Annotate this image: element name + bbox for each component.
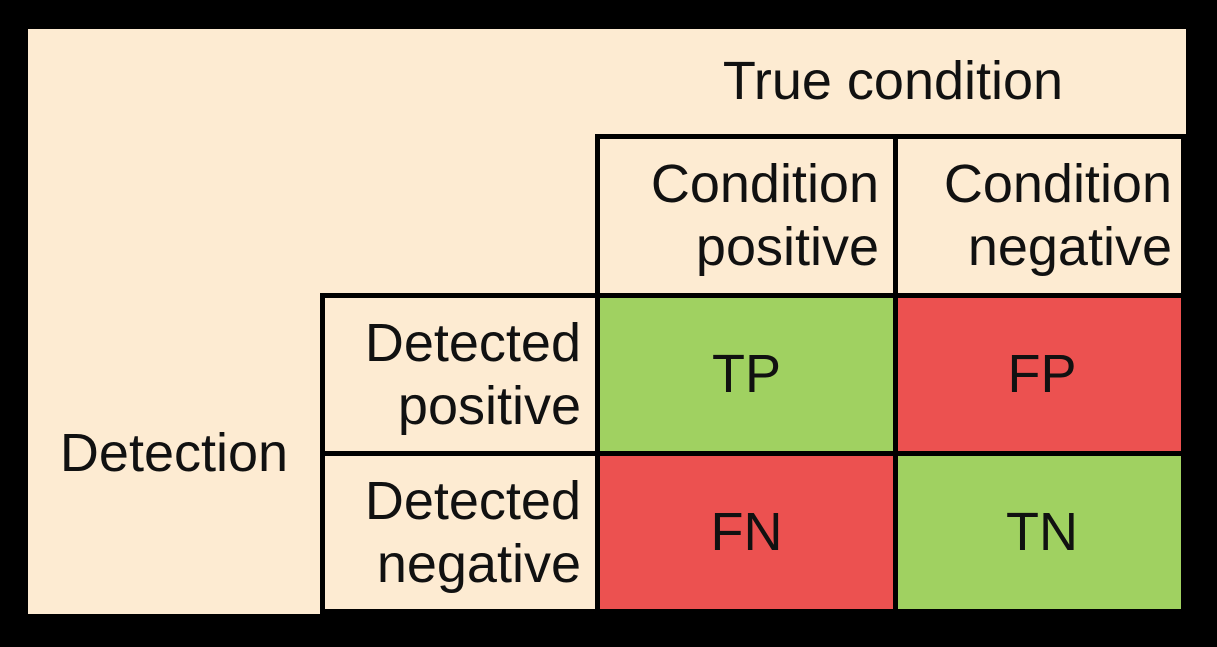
grid-line-rowheader-left: [320, 293, 325, 614]
grid-line-column-1: [595, 134, 600, 614]
grid-line-header-bottom: [320, 293, 1186, 298]
grid-line-header-top: [595, 134, 1186, 139]
grid-line-column-2: [893, 134, 898, 614]
row-header-detected-positive: Detected positive: [364, 312, 581, 436]
grid-line-table-bottom: [320, 609, 1186, 614]
cell-fn: FN: [600, 456, 893, 609]
detection-label: Detection: [59, 423, 289, 484]
cell-tn: TN: [898, 456, 1186, 609]
cell-tp: TP: [600, 298, 893, 451]
col-header-condition-positive: Condition positive: [650, 154, 879, 277]
col-header-condition-negative: Condition negative: [943, 154, 1172, 277]
cell-fp: FP: [898, 298, 1186, 451]
grid-line-table-right: [1181, 134, 1186, 614]
true-condition-label: True condition: [722, 51, 1064, 112]
grid-line-row-divider: [320, 451, 1186, 456]
row-header-detected-negative: Detected negative: [364, 470, 581, 594]
